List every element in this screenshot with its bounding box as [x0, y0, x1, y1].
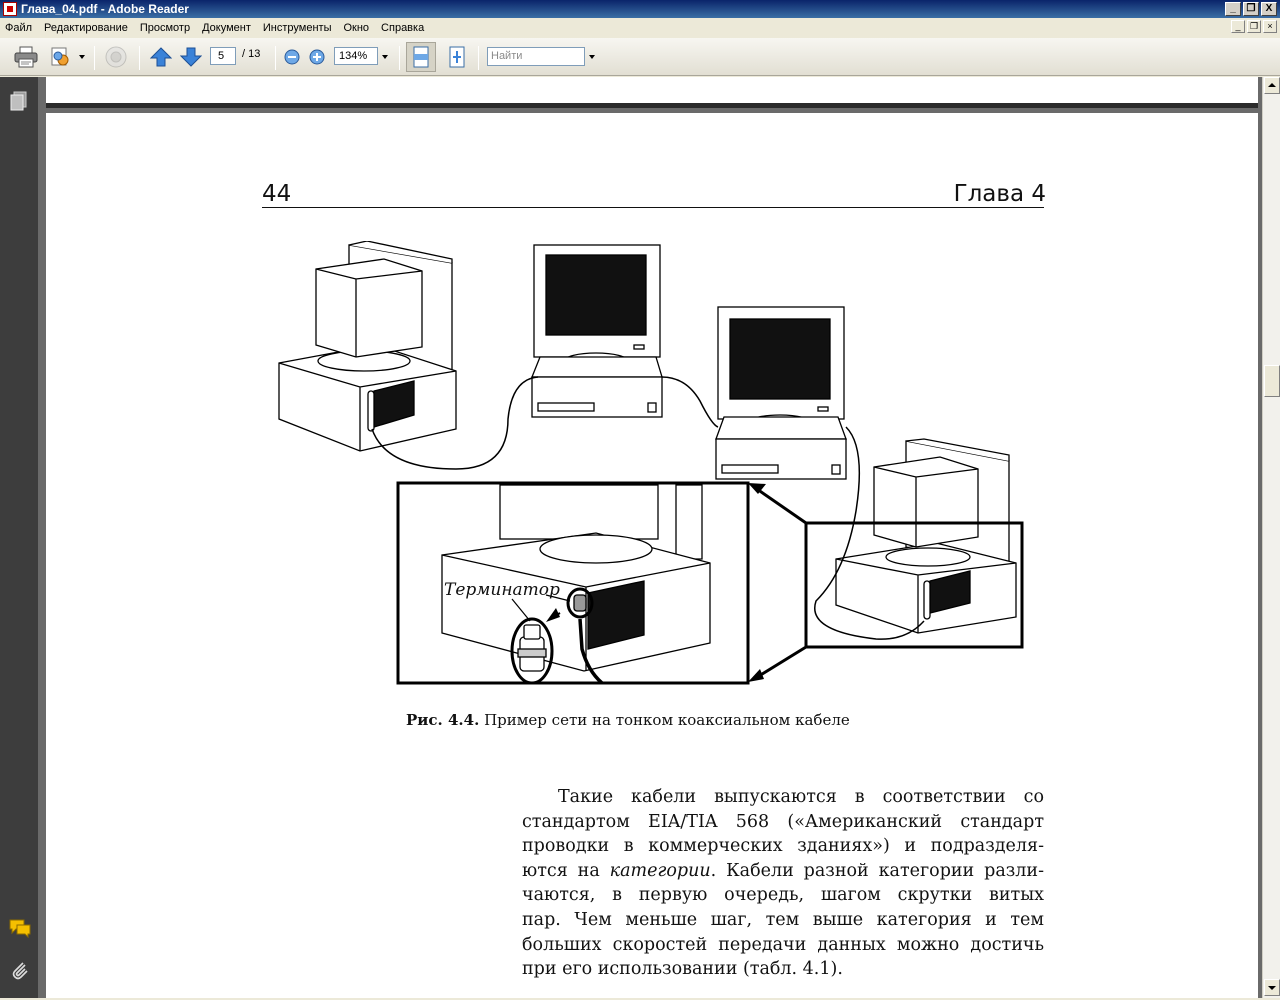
doc-close-button[interactable]: × — [1263, 20, 1277, 33]
minimize-button[interactable]: _ — [1225, 2, 1241, 16]
figure-caption: Рис. 4.4. Пример сети на тонком коаксиал… — [406, 711, 850, 729]
menu-edit[interactable]: Редактирование — [44, 22, 128, 34]
vertical-scrollbar[interactable] — [1262, 77, 1280, 998]
print-button[interactable] — [12, 38, 40, 76]
fit-page-button[interactable] — [443, 38, 471, 76]
italic-term: категории — [609, 860, 711, 881]
fit-width-button[interactable] — [406, 42, 436, 72]
next-page-icon — [180, 47, 202, 67]
collaborate-icon — [105, 46, 127, 68]
scroll-up-button[interactable] — [1264, 77, 1280, 94]
zoom-input[interactable]: 134% — [334, 47, 378, 65]
paragraph-line: проводки в коммерческих зданиях») и подр… — [522, 836, 1044, 857]
menu-window[interactable]: Окно — [343, 22, 370, 34]
fit-width-icon — [413, 46, 429, 68]
page-number: 44 — [262, 181, 292, 207]
paragraph-line: стандартом EIA/TIA 568 («Американский ст… — [522, 811, 1044, 832]
page-total: / 13 — [242, 48, 261, 60]
close-button[interactable]: X — [1261, 2, 1277, 16]
paragraph-line: при его использовании (табл. 4.1). — [522, 959, 843, 980]
toolbar — [0, 38, 1280, 76]
network-figure: Терминатор — [278, 241, 1024, 685]
maximize-button[interactable]: ❐ — [1243, 2, 1259, 16]
fit-page-icon — [449, 46, 465, 68]
caption-label: Рис. 4.4. — [406, 711, 480, 729]
arrow-down-icon — [1268, 986, 1276, 990]
zoom-out-button[interactable] — [283, 38, 301, 76]
prev-page-button[interactable] — [148, 38, 174, 76]
share-button[interactable] — [48, 38, 76, 76]
doc-minimize-button[interactable]: _ — [1231, 20, 1245, 33]
scroll-down-button[interactable] — [1264, 979, 1280, 996]
arrow-up-icon — [1268, 83, 1276, 87]
coax-cable — [371, 376, 925, 640]
menu-help[interactable]: Справка — [381, 22, 425, 34]
title-bar: Глава_04.pdf - Adobe Reader _ ❐ X — [0, 0, 1280, 18]
header-rule — [262, 207, 1044, 208]
scroll-thumb[interactable] — [1264, 365, 1280, 397]
next-page-button[interactable] — [178, 38, 204, 76]
share-icon — [51, 47, 69, 66]
computer-3 — [715, 306, 847, 480]
menu-bar: Файл Редактирование Просмотр Документ Ин… — [0, 18, 1280, 38]
paragraph-line: пар. Чем меньше шаг, тем выше категория … — [522, 909, 1044, 930]
zoom-in-button[interactable] — [308, 38, 326, 76]
document-viewport[interactable]: 44 Глава 4 — [38, 77, 1262, 998]
pages-icon[interactable] — [10, 91, 28, 111]
navigation-panel — [0, 77, 38, 998]
adobe-reader-icon — [3, 2, 17, 16]
body-paragraph: Такие кабели выпускаются в соответствии … — [522, 785, 1044, 982]
menu-view[interactable]: Просмотр — [139, 22, 191, 34]
print-icon — [14, 46, 38, 68]
find-dropdown-icon[interactable] — [589, 55, 595, 59]
menu-file[interactable]: Файл — [5, 22, 33, 34]
attachments-icon[interactable] — [9, 959, 29, 981]
zoom-out-icon — [284, 49, 300, 65]
doc-restore-button[interactable]: ❐ — [1247, 20, 1261, 33]
paragraph-line: Такие кабели выпускаются в соответствии … — [558, 787, 1044, 807]
computer-1 — [278, 241, 457, 452]
paragraph-line: ются на категории. Кабели разной категор… — [522, 860, 1044, 881]
chapter-heading: Глава 4 — [953, 181, 1046, 207]
collaborate-button[interactable] — [102, 38, 130, 76]
caption-text: Пример сети на тонком коаксиальном кабел… — [479, 711, 850, 729]
paragraph-line: чаются, в первую очередь, шагом скрутки … — [522, 885, 1044, 906]
computer-2 — [531, 244, 663, 418]
zoom-in-icon — [309, 49, 325, 65]
share-dropdown-icon[interactable] — [79, 55, 85, 59]
window-title: Глава_04.pdf - Adobe Reader — [21, 2, 189, 16]
page-number-input[interactable]: 5 — [210, 47, 236, 65]
previous-page-bottom — [46, 77, 1258, 108]
comments-icon[interactable] — [8, 918, 32, 938]
terminator-label: Терминатор — [444, 580, 560, 600]
prev-page-icon — [150, 47, 172, 67]
menu-document[interactable]: Документ — [202, 22, 251, 34]
computer-4 — [835, 438, 1017, 634]
zoom-dropdown-icon[interactable] — [382, 55, 388, 59]
menu-tools[interactable]: Инструменты — [262, 22, 332, 34]
find-input[interactable]: Найти — [487, 47, 585, 66]
paragraph-line: больших скоростей передачи данных можно … — [522, 934, 1044, 955]
pdf-page: 44 Глава 4 — [46, 113, 1258, 998]
